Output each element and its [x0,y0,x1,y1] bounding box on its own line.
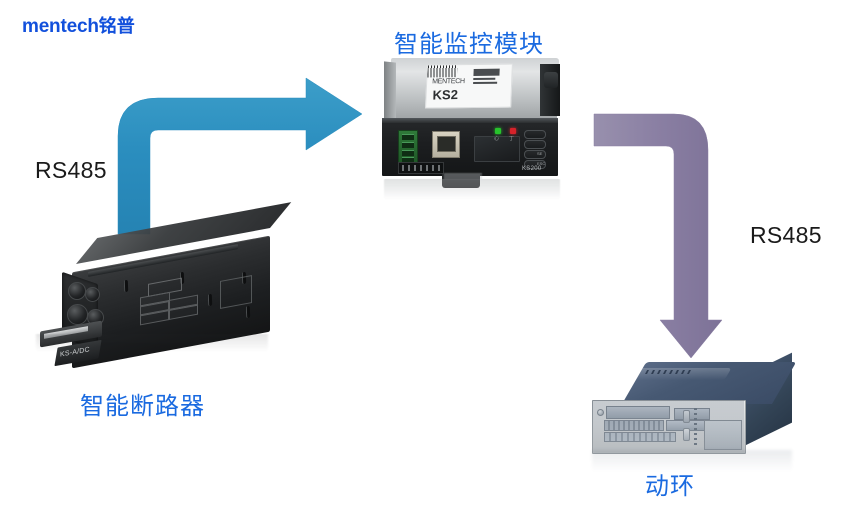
arrow-blue-rs485 [117,77,363,235]
device-monitoring-module: MENTECH KS2 [380,58,562,198]
module-bottom-foot [442,174,480,188]
server-bay-3 [604,420,664,431]
breaker-port-2[interactable] [85,287,100,302]
module-button-3[interactable] [524,150,546,159]
label-monitoring-module: 智能监控模块 [394,30,544,58]
module-alarm-led-label: 丁 [509,136,515,142]
server-bay-1 [606,406,670,419]
module-power-led-label: 心 [494,136,500,142]
server-removable-module[interactable] [704,420,742,450]
module-label-sticker: MENTECH KS2 [425,63,513,109]
server-bay-2 [674,408,710,420]
module-button-4[interactable] [524,160,546,169]
breaker-slit [245,305,251,319]
breaker-side-label [220,275,252,309]
label-rs485-left: RS485 [35,157,107,183]
module-pin-header [398,162,444,174]
server-tab-2[interactable] [683,428,690,441]
server-tab-1[interactable] [683,410,690,423]
label-rs485-right: RS485 [750,222,822,248]
module-antenna-knob[interactable] [544,72,558,88]
module-green-terminal-block[interactable] [398,130,418,164]
module-button-group: SE ESC [524,130,546,172]
brand-name-en: mentech [22,16,99,37]
arrow-purple-rs485 [593,113,723,359]
module-alarm-led [510,128,516,134]
device-dynamic-environment-unit [584,352,800,472]
device-circuit-breaker: KS-A/DC [32,202,292,378]
breaker-port-1[interactable] [68,282,86,300]
module-button-3-label: SE [537,151,543,156]
arrow-purple-path [593,113,723,359]
breaker-slit [207,293,213,307]
module-button-1[interactable] [524,130,546,139]
module-sticker-model: KS2 [432,86,459,103]
server-bay-5 [604,432,676,442]
module-panel-top-strip [382,118,558,123]
module-left-edge [384,61,396,121]
server-indicator-dots [694,408,697,446]
module-rj45-port[interactable] [432,131,460,158]
brand-name-cn: 铭普 [98,16,135,36]
module-front-panel: 心 丁 SE ESC KS200 [382,118,558,176]
module-sticker-text: MENTECH [432,78,465,86]
module-button-2[interactable] [524,140,546,149]
module-model-text: KS200 [522,166,542,172]
module-power-led [495,128,501,134]
server-power-button[interactable] [597,409,604,416]
module-button-4-label: ESC [537,161,546,166]
module-lcd-display [474,136,520,162]
label-circuit-breaker: 智能断路器 [80,392,205,420]
arrow-blue-path [117,77,363,235]
label-dynamic-environment: 动环 [645,472,695,500]
breaker-slit [123,279,129,293]
breaker-port-3[interactable] [67,304,88,325]
brand-logo: mentech铭普 [22,12,135,38]
server-top-vents [644,370,692,374]
